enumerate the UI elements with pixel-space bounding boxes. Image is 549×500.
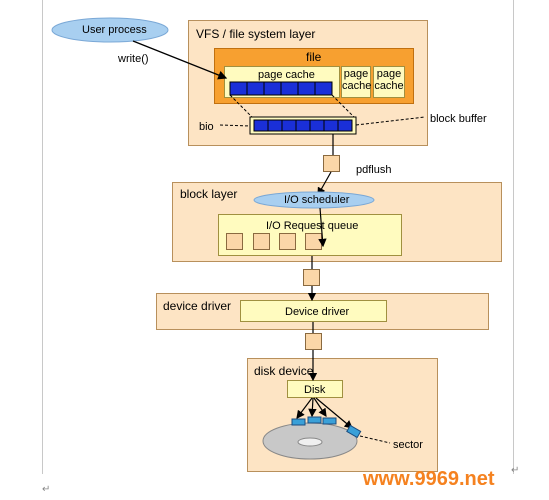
- block-buffer-blocks: [249, 116, 357, 135]
- disk-device-layer-title: disk device: [254, 364, 314, 378]
- request-item-1: [226, 233, 243, 250]
- user-process-label: User process: [82, 24, 147, 36]
- bio-label: bio: [199, 121, 214, 133]
- disk-label: Disk: [304, 384, 326, 396]
- sector-blocks: [291, 416, 362, 439]
- request-item-3: [279, 233, 296, 250]
- pdflush-label: pdflush: [356, 164, 392, 176]
- request-queue-label: I/O Request queue: [266, 220, 359, 232]
- page-cache-main-label: page cache: [258, 69, 315, 81]
- block-to-driver-square: [303, 269, 320, 286]
- page-left-border: [42, 0, 43, 474]
- write-arrow: [132, 40, 228, 80]
- disk-spindle: [297, 437, 323, 447]
- pdflush-to-scheduler-arrow: [317, 171, 332, 197]
- driver-to-disk-square: [305, 333, 322, 350]
- page-cache-box-2: [373, 66, 405, 98]
- io-scheduler-label: I/O scheduler: [284, 194, 350, 206]
- cache-to-buffer-dash-left: [229, 94, 253, 118]
- block-buffer-label: block buffer: [430, 113, 487, 125]
- page-cache-box-1: [341, 66, 371, 98]
- pdflush-queue-square: [323, 155, 340, 172]
- bio-dash: [219, 124, 251, 127]
- scheduler-to-queue-arrow: [318, 207, 327, 248]
- user-process-ellipse: [51, 17, 169, 43]
- io-scheduler-ellipse: [253, 191, 375, 209]
- corner-mark-bottom-left: ↵: [42, 484, 51, 495]
- cache-to-buffer-dash-right: [331, 94, 355, 118]
- request-item-2: [253, 233, 270, 250]
- block-buffer-dash: [355, 116, 426, 126]
- page-cache-label-1: page cache: [342, 68, 372, 92]
- corner-mark-bottom-right: ↵: [511, 465, 520, 476]
- device-driver-layer-box: [156, 293, 489, 330]
- vfs-layer-title: VFS / file system layer: [196, 27, 316, 41]
- device-driver-layer-title: device driver: [163, 299, 232, 313]
- sector-label: sector: [393, 439, 423, 451]
- page-cache-label-2: page cache: [374, 68, 404, 92]
- page-right-border: [513, 0, 514, 474]
- sector-pointer: [359, 435, 391, 444]
- disk-to-sector-arrows: [296, 397, 353, 429]
- write-call-label: write(): [118, 53, 149, 65]
- file-label: file: [306, 50, 322, 64]
- page-cache-blocks: [229, 81, 333, 96]
- watermark-text: www.9969.net: [363, 468, 495, 490]
- device-driver-box-label: Device driver: [285, 306, 350, 318]
- block-layer-title: block layer: [180, 187, 238, 201]
